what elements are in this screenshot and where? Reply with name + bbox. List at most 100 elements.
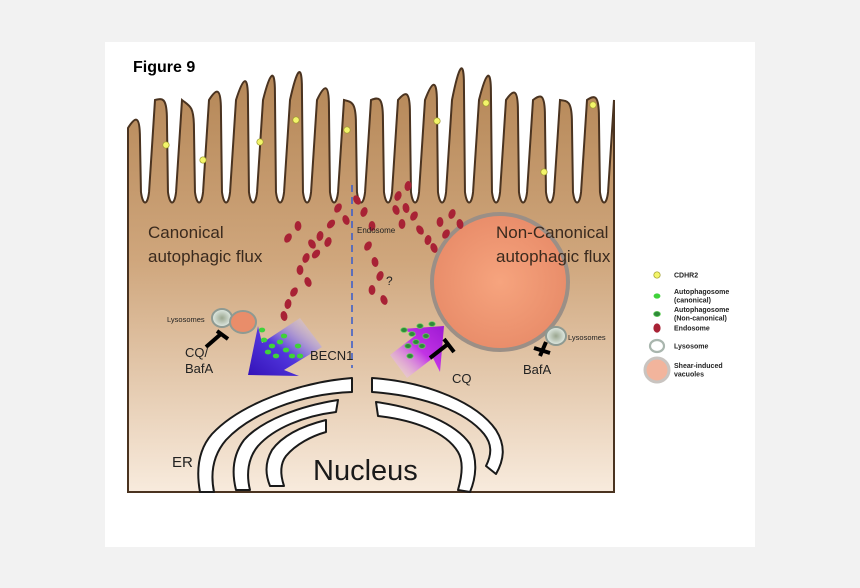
cell-body xyxy=(127,67,615,493)
autophagosome-noncanonical xyxy=(400,327,408,333)
endosome xyxy=(342,215,350,225)
endosome-cluster xyxy=(280,181,464,321)
endosome xyxy=(448,209,456,219)
endosome xyxy=(392,205,400,215)
endosome xyxy=(324,237,332,247)
cdhr2-dot xyxy=(199,156,207,164)
endosome xyxy=(424,235,432,245)
autophagosome-canonical xyxy=(294,343,302,349)
endosome xyxy=(284,299,292,309)
noncanonical-flux-label-2: autophagic flux xyxy=(496,247,611,266)
cq-bafa-label-2: BafA xyxy=(185,361,214,376)
endosome xyxy=(376,271,384,281)
legend-symbol-cdhr2-dot xyxy=(653,271,661,279)
autophagosome-canonical xyxy=(268,343,276,349)
canonical-flux-label-2: autophagic flux xyxy=(148,247,263,266)
autophagosome-noncanonical xyxy=(408,331,416,337)
er-label: ER xyxy=(172,454,193,471)
endosome xyxy=(410,211,418,221)
autophagosome-canonical xyxy=(272,353,280,359)
cdhr2-dot xyxy=(433,117,441,125)
endosome xyxy=(280,311,288,321)
cdhr2-dot xyxy=(589,101,597,109)
lysosomes-left-label: Lysosomes xyxy=(167,315,205,324)
legend-symbol-autophagosome-canonical xyxy=(653,293,661,299)
noncanonical-autophagy-arrow xyxy=(390,326,444,378)
endosome xyxy=(334,203,342,213)
endosome xyxy=(353,195,361,205)
legend-label: Autophagosome(Non-canonical) xyxy=(674,307,729,323)
cdhr2-dot xyxy=(162,141,170,149)
autophagosome-noncanonical xyxy=(412,339,420,345)
autophagosome-canonical xyxy=(282,347,290,353)
question-mark: ? xyxy=(386,274,393,288)
endosome xyxy=(284,233,292,243)
endoplasmic-reticulum xyxy=(197,377,504,493)
endosome xyxy=(456,219,464,229)
autophagosome-canonical xyxy=(276,339,284,345)
endosome xyxy=(368,221,376,231)
cq-label: CQ xyxy=(452,371,472,386)
legend-symbol-autophagosome-noncanonical xyxy=(653,310,661,317)
lysosome-right xyxy=(545,326,567,346)
endosome xyxy=(296,265,304,275)
autophagosome-canonical xyxy=(258,327,266,333)
endosome xyxy=(404,181,412,191)
nucleus-label: Nucleus xyxy=(313,455,418,487)
endosome xyxy=(364,241,372,251)
endosome xyxy=(430,243,438,253)
cdhr2-dot xyxy=(482,99,490,107)
legend-label: Autophagosome(canonical) xyxy=(674,289,729,305)
legend-symbol-lysosome xyxy=(648,338,666,354)
cdhr2-dot xyxy=(292,116,300,124)
endosome xyxy=(398,219,406,229)
inhibitor-cq-icon xyxy=(428,337,456,360)
endosome xyxy=(368,285,376,295)
endosome xyxy=(302,253,310,263)
legend-label: Lysosome xyxy=(674,344,708,351)
autophagosome-noncanonical xyxy=(406,353,414,359)
endosome xyxy=(380,295,388,305)
autophagosome-noncanonical xyxy=(416,323,424,329)
autophagosome-canonical xyxy=(288,353,296,359)
cq-bafa-label-1: CQ/ xyxy=(185,345,209,360)
canonical-autophagosomes xyxy=(258,327,304,359)
endosome xyxy=(326,219,336,229)
cdhr2-dot xyxy=(343,126,351,134)
autophagosome-noncanonical xyxy=(428,321,436,327)
autolysosome-left xyxy=(229,310,257,334)
endosome xyxy=(371,257,379,267)
shear-induced-vacuole xyxy=(430,212,570,352)
cdhr2-markers xyxy=(162,99,597,176)
bafa-label: BafA xyxy=(523,362,552,377)
endosome xyxy=(304,277,312,287)
autophagosome-canonical xyxy=(264,349,272,355)
legend-label: Endosome xyxy=(674,326,710,333)
endosome xyxy=(294,221,302,231)
inhibitor-bafa-icon xyxy=(533,341,551,357)
cdhr2-dot xyxy=(256,138,264,146)
endosome xyxy=(308,239,316,249)
canonical-flux-label-1: Canonical xyxy=(148,223,224,242)
becn1-label: BECN1 xyxy=(310,348,353,363)
inhibitor-left-icon xyxy=(204,329,230,349)
lysosome-left xyxy=(211,308,233,328)
endosome xyxy=(316,231,324,241)
legend-symbol-vacuole xyxy=(643,356,671,384)
endosome xyxy=(402,203,410,213)
endosome xyxy=(290,287,298,297)
autophagosome-canonical xyxy=(296,353,304,359)
cdhr2-dot xyxy=(540,168,548,176)
canonical-autophagy-arrow xyxy=(248,318,322,376)
noncanonical-autophagosomes xyxy=(400,321,436,359)
autophagosome-canonical xyxy=(280,333,288,339)
autophagosome-noncanonical xyxy=(404,343,412,349)
legend-label: CDHR2 xyxy=(674,273,698,280)
legend-symbol-endosome xyxy=(653,323,661,333)
endosome xyxy=(394,191,402,201)
autophagosome-noncanonical xyxy=(422,333,430,339)
figure-label: Figure 9 xyxy=(133,59,195,76)
endosome xyxy=(416,225,424,235)
